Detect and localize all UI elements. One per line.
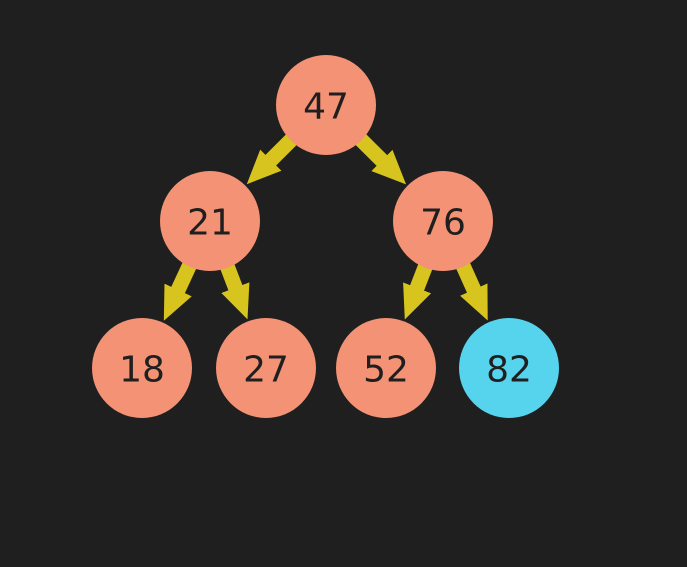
edge-layer <box>163 132 488 321</box>
edge-arrow-n76-n82 <box>454 259 488 321</box>
edge-arrow-n76-n52 <box>403 261 434 320</box>
edge-arrow-n47-n76 <box>353 132 407 185</box>
tree-node-18: 18 <box>92 318 192 418</box>
edge-arrow-n47-n21 <box>246 132 299 185</box>
tree-node-47: 47 <box>276 55 376 155</box>
tree-node-76: 76 <box>393 171 493 271</box>
node-circle <box>393 171 493 271</box>
tree-node-21: 21 <box>160 171 260 271</box>
node-circle <box>216 318 316 418</box>
tree-node-82: 82 <box>459 318 559 418</box>
node-label: 82 <box>486 350 532 391</box>
node-circle <box>276 55 376 155</box>
tree-node-52: 52 <box>336 318 436 418</box>
node-layer: 47 21 76 18 27 52 82 <box>92 55 559 418</box>
node-label: 47 <box>303 87 349 128</box>
node-label: 52 <box>363 350 409 391</box>
edge-arrow-n21-n18 <box>163 259 198 321</box>
node-label: 18 <box>119 350 165 391</box>
node-circle <box>336 318 436 418</box>
node-circle <box>92 318 192 418</box>
node-label: 21 <box>187 203 233 244</box>
node-circle <box>459 318 559 418</box>
tree-node-27: 27 <box>216 318 316 418</box>
node-label: 76 <box>420 203 466 244</box>
edge-arrow-n21-n27 <box>219 261 250 320</box>
node-circle <box>160 171 260 271</box>
node-label: 27 <box>243 350 289 391</box>
